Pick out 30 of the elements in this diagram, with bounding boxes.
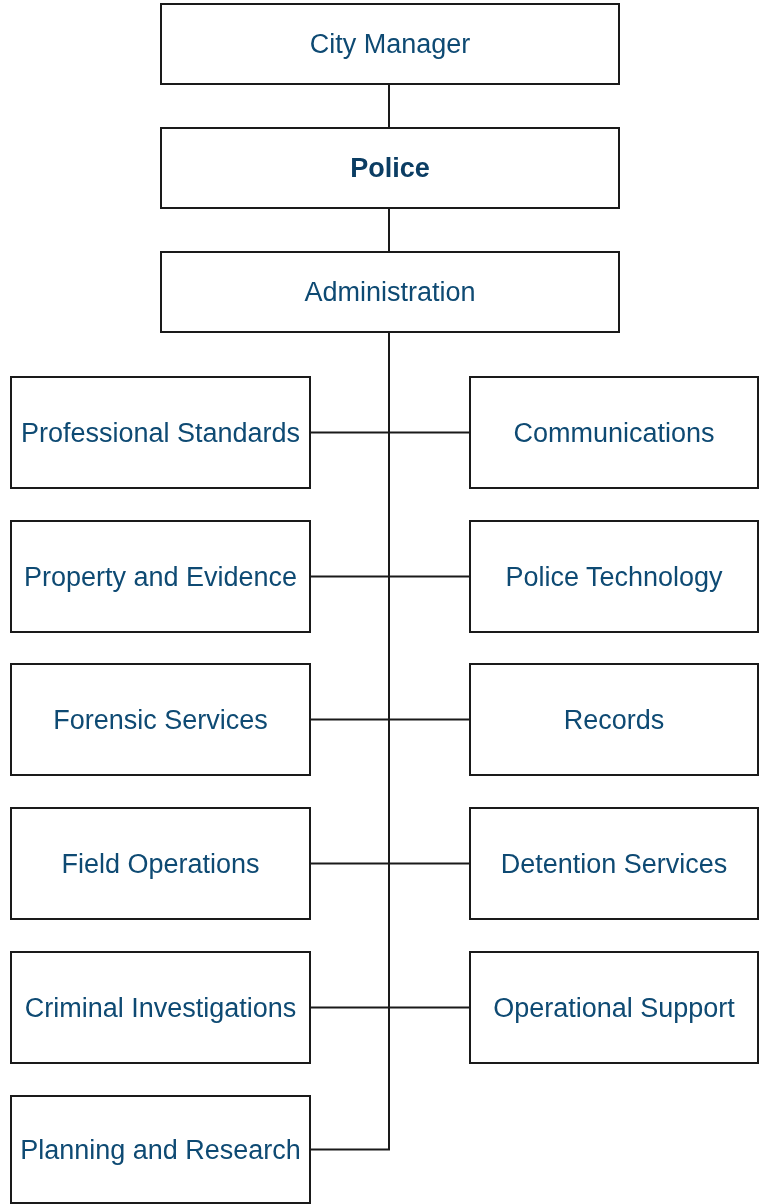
- org-box: [160, 251, 620, 333]
- box-label: Records: [562, 703, 666, 737]
- connector-line: [388, 208, 390, 252]
- box-label: Operational Support: [492, 991, 736, 1025]
- org-box: [160, 3, 620, 85]
- org-box: [160, 127, 620, 209]
- connector-line: [388, 84, 390, 128]
- box-label: Forensic Services: [52, 703, 269, 737]
- org-box: [469, 951, 759, 1064]
- box-label: Field Operations: [60, 847, 261, 881]
- box-label: Property and Evidence: [22, 560, 299, 594]
- box-label: Criminal Investigations: [23, 991, 298, 1025]
- box-label: Detention Services: [499, 847, 729, 881]
- box-label: Administration: [303, 276, 477, 309]
- org-box: [10, 1095, 311, 1204]
- box-label: Professional Standards: [19, 416, 302, 450]
- org-box: [469, 520, 759, 633]
- org-box: [10, 520, 311, 633]
- box-label: City Manager: [308, 28, 472, 61]
- org-box: [469, 663, 759, 776]
- org-box: [10, 663, 311, 776]
- org-box: [469, 376, 759, 489]
- org-box: [10, 807, 311, 920]
- box-label: Police: [349, 152, 431, 185]
- org-box: [469, 807, 759, 920]
- box-label: Police Technology: [504, 560, 724, 594]
- org-box: [10, 376, 311, 489]
- org-box: [10, 951, 311, 1064]
- box-label: Planning and Research: [19, 1133, 302, 1167]
- box-label: Communications: [512, 416, 716, 450]
